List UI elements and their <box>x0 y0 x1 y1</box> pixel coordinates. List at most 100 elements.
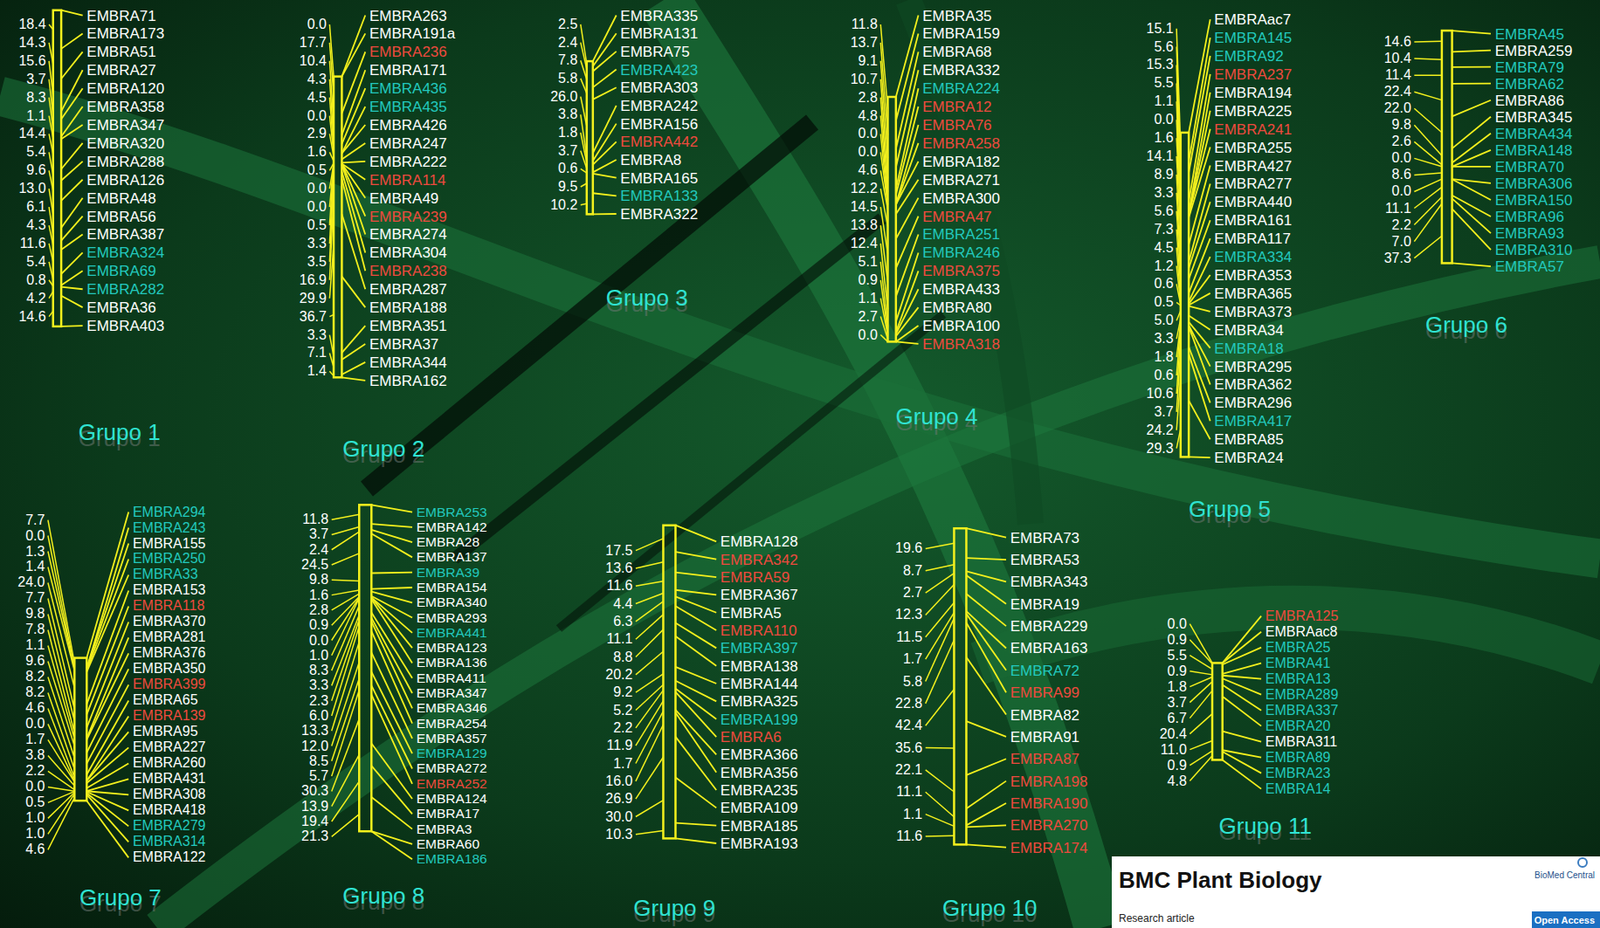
marker-name: EMBRA403 <box>86 318 165 334</box>
leader-line <box>593 213 617 215</box>
marker-name: EMBRA279 <box>132 819 207 834</box>
leader-line <box>371 504 413 512</box>
marker-name: EMBRA93 <box>1495 226 1565 242</box>
distance-value: 7.0 <box>1392 234 1412 249</box>
leader-line <box>965 825 1007 828</box>
marker-name: EMBRA335 <box>620 7 698 23</box>
distance-value: 2.3 <box>309 694 329 709</box>
leader-line <box>1452 82 1491 85</box>
marker-name: EMBRA126 <box>86 172 165 187</box>
distance-value: 3.7 <box>26 72 46 87</box>
marker-name: EMBRA86 <box>1495 92 1565 108</box>
marker-name: EMBRA182 <box>922 153 1000 169</box>
leader-line <box>341 161 366 164</box>
marker-name: EMBRA246 <box>922 245 1000 261</box>
marker-name: EMBRA347 <box>86 117 165 133</box>
marker-name: EMBRA109 <box>720 800 799 816</box>
leader-line <box>48 24 54 30</box>
distance-value: 26.0 <box>550 89 578 104</box>
marker-name: EMBRA442 <box>620 134 698 150</box>
leader-line <box>371 587 413 590</box>
leader-line <box>61 234 83 249</box>
distance-value: 3.3 <box>307 328 327 343</box>
marker-name: EMBRA375 <box>922 263 1000 279</box>
leader-line <box>48 786 75 792</box>
distance-value: 0.5 <box>307 218 327 233</box>
distance-value: 11.6 <box>20 236 47 251</box>
marker-name: EMBRA318 <box>922 336 1000 352</box>
leader-line <box>1222 675 1262 680</box>
marker-name: EMBRA274 <box>369 227 448 242</box>
leader-line <box>675 692 717 738</box>
marker-name: EMBRA397 <box>720 641 799 656</box>
leader-line <box>1189 740 1213 750</box>
distance-value: 1.7 <box>25 732 45 747</box>
marker-name: EMBRA358 <box>86 99 165 115</box>
logo-mark <box>1578 858 1587 868</box>
leader-line <box>1189 751 1213 766</box>
leader-line <box>635 562 664 569</box>
leader-line <box>331 814 360 838</box>
distance-value: 12.0 <box>301 739 329 754</box>
marker-name: EMBRA138 <box>720 658 799 674</box>
marker-name: EMBRA150 <box>1495 193 1573 208</box>
helix-rung <box>366 122 813 490</box>
marker-name: EMBRA308 <box>132 787 207 802</box>
marker-name: EMBRA174 <box>1010 840 1089 856</box>
leader-line <box>925 689 955 726</box>
distance-value: 1.6 <box>309 588 329 603</box>
marker-name: EMBRA254 <box>416 717 488 732</box>
leader-line <box>331 597 360 641</box>
marker-name: EMBRA145 <box>1213 30 1292 46</box>
marker-name: EMBRA28 <box>416 535 480 550</box>
leader-line <box>593 193 617 196</box>
leader-line <box>371 685 413 769</box>
leader-line <box>580 60 587 80</box>
leader-line <box>965 803 1007 826</box>
distance-value: 17.5 <box>605 544 633 559</box>
leader-line <box>1222 759 1262 789</box>
leader-line <box>1222 751 1262 774</box>
marker-name: EMBRA324 <box>86 245 165 261</box>
marker-name: EMBRA351 <box>369 318 448 334</box>
distance-value: 10.6 <box>1145 386 1173 401</box>
marker-name: EMBRA95 <box>132 724 199 739</box>
leader-line <box>371 831 413 845</box>
marker-name: EMBRA294 <box>132 505 207 520</box>
distance-value: 30.0 <box>605 810 633 825</box>
marker-name: EMBRA337 <box>1265 703 1339 718</box>
marker-name: EMBRA82 <box>1010 707 1080 723</box>
distance-value: 13.3 <box>301 724 329 738</box>
distance-value: 7.8 <box>558 53 578 68</box>
marker-name: EMBRA8 <box>620 151 682 167</box>
leader-line <box>635 701 664 746</box>
marker-name: EMBRA186 <box>416 852 488 867</box>
distance-value: 2.2 <box>613 721 633 736</box>
distance-value: 5.0 <box>1153 313 1173 328</box>
distance-value: 8.2 <box>25 685 45 700</box>
leader-line <box>675 838 717 844</box>
distance-value: 8.3 <box>309 663 329 678</box>
marker-name: EMBRA155 <box>132 537 207 552</box>
distance-value: 3.3 <box>1153 186 1173 200</box>
distance-value: 5.4 <box>26 144 46 159</box>
distance-value: 0.0 <box>858 328 878 343</box>
distance-value: 11.6 <box>606 579 633 594</box>
marker-name: EMBRA110 <box>720 623 798 639</box>
marker-name: EMBRA344 <box>369 354 448 370</box>
leader-line <box>1452 30 1491 35</box>
marker-name: EMBRA125 <box>1265 609 1339 624</box>
marker-name: EMBRA251 <box>922 227 1000 242</box>
marker-name: EMBRA441 <box>416 626 488 641</box>
leader-line <box>925 747 955 750</box>
leader-line <box>1413 203 1442 242</box>
leader-line <box>86 731 129 781</box>
leader-line <box>965 781 1007 810</box>
leader-line <box>341 377 366 381</box>
leader-line <box>48 798 75 851</box>
marker-name: EMBRA224 <box>922 81 1000 97</box>
leader-line <box>341 172 366 254</box>
distance-value: 2.8 <box>858 90 878 105</box>
marker-name: EMBRA417 <box>1213 413 1292 429</box>
marker-name: EMBRA423 <box>620 62 698 77</box>
